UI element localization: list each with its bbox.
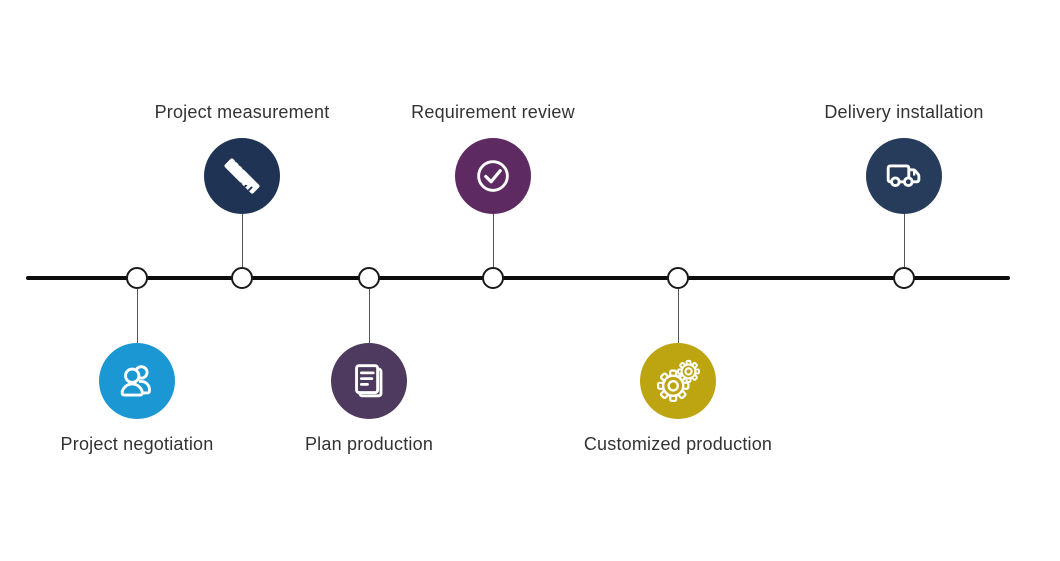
timeline-node bbox=[482, 267, 504, 289]
timeline-node bbox=[231, 267, 253, 289]
milestone-connector bbox=[903, 214, 905, 267]
milestone-badge bbox=[331, 343, 407, 419]
milestone-connector bbox=[368, 289, 370, 343]
timeline-node bbox=[358, 267, 380, 289]
milestone-label: Project measurement bbox=[154, 102, 330, 122]
milestone-badge bbox=[455, 138, 531, 214]
users-icon bbox=[120, 365, 151, 397]
milestone-label: Delivery installation bbox=[824, 102, 984, 122]
milestone-label: Customized production bbox=[583, 434, 773, 454]
timeline-node bbox=[893, 267, 915, 289]
milestone-connector bbox=[136, 289, 138, 343]
timeline-node bbox=[126, 267, 148, 289]
milestone-connector bbox=[241, 214, 243, 267]
gears-icon bbox=[656, 359, 701, 403]
timeline-node bbox=[667, 267, 689, 289]
milestone-badge bbox=[99, 343, 175, 419]
check-circle-icon bbox=[477, 160, 509, 192]
milestone-connector bbox=[677, 289, 679, 343]
milestone-badge bbox=[866, 138, 942, 214]
milestone-label: Requirement review bbox=[411, 102, 575, 122]
document-icon bbox=[355, 364, 383, 398]
milestone-connector bbox=[492, 214, 494, 267]
milestone-label: Plan production bbox=[304, 434, 434, 454]
milestone-label: Project negotiation bbox=[60, 434, 214, 454]
timeline-line bbox=[26, 276, 1010, 280]
truck-icon bbox=[886, 164, 921, 188]
milestone-badge bbox=[204, 138, 280, 214]
ruler-pencil-icon bbox=[224, 158, 260, 194]
milestone-badge bbox=[640, 343, 716, 419]
